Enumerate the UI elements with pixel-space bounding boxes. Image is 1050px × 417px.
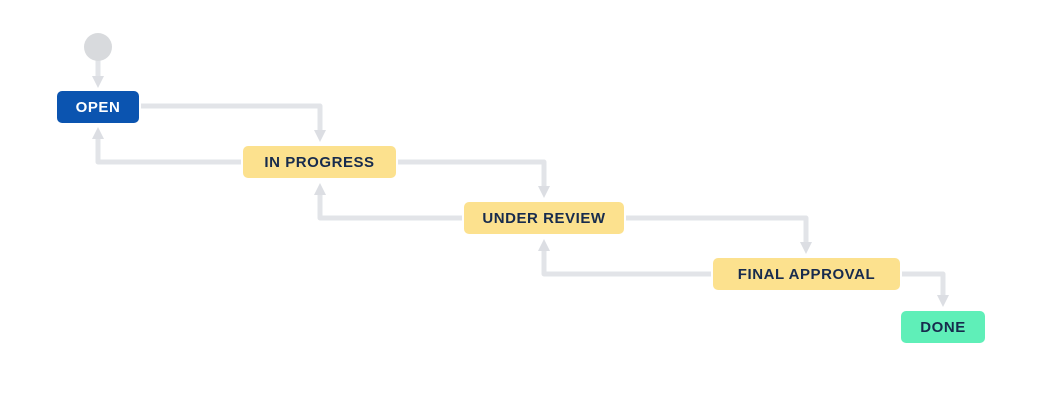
- status-node-open[interactable]: OPEN: [57, 91, 139, 123]
- arrowhead-under-review-to-in-progress: [314, 183, 326, 195]
- arrowhead-start-to-open: [92, 76, 104, 88]
- edge-final-approval-to-under-review: [541, 249, 711, 277]
- start-node-circle: [84, 33, 112, 61]
- arrowhead-in-progress-to-under-review: [538, 186, 550, 198]
- status-node-under-review[interactable]: UNDER REVIEW: [464, 202, 624, 234]
- edge-final-approval-to-done: [902, 271, 946, 297]
- edge-under-review-to-final-approval: [626, 215, 809, 244]
- edge-under-review-to-in-progress: [317, 193, 462, 221]
- edge-in-progress-to-under-review: [398, 159, 547, 188]
- status-node-done[interactable]: DONE: [901, 311, 985, 343]
- arrowhead-open-to-in-progress: [314, 130, 326, 142]
- arrowhead-final-approval-to-done: [937, 295, 949, 307]
- arrowhead-under-review-to-final-approval: [800, 242, 812, 254]
- status-node-final-approval[interactable]: FINAL APPROVAL: [713, 258, 900, 290]
- edge-open-to-in-progress: [141, 103, 323, 132]
- arrowhead-in-progress-to-open: [92, 127, 104, 139]
- status-node-in-progress[interactable]: IN PROGRESS: [243, 146, 396, 178]
- arrowhead-final-approval-to-under-review: [538, 239, 550, 251]
- edge-in-progress-to-open: [95, 137, 241, 165]
